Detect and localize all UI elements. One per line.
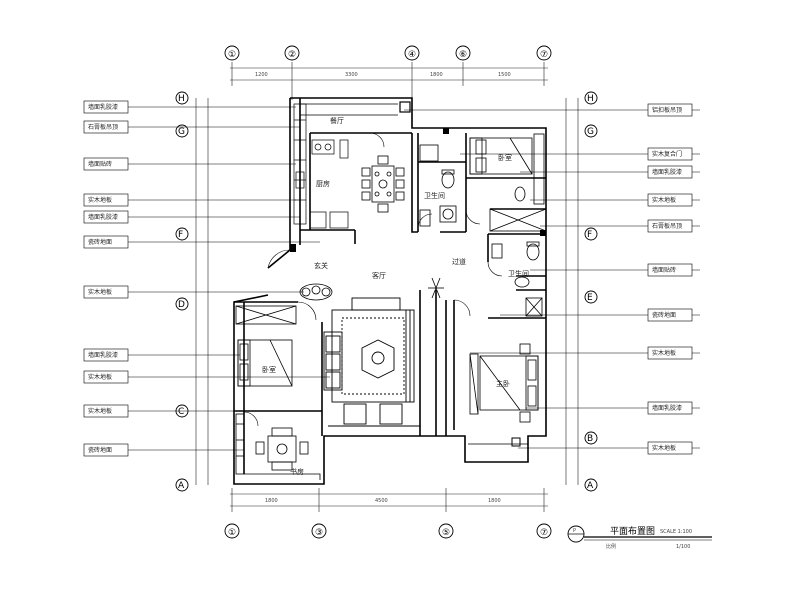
label-right-9: 墙面乳胶漆 (652, 404, 682, 412)
bedroom-sw-furniture (235, 305, 297, 387)
dim-top-4: 1500 (498, 72, 511, 78)
label-right-10: 实木地板 (652, 444, 676, 452)
leader-lines-right (404, 109, 700, 449)
label-left-8: 墙面乳胶漆 (88, 351, 118, 359)
dim-top-3: 1800 (430, 72, 443, 78)
label-left-3: 墙面贴砖 (88, 160, 112, 168)
label-right-5: 石膏板吊顶 (652, 222, 682, 230)
axis-top-2: ② (288, 50, 296, 60)
axis-bottom-2: ③ (315, 528, 323, 538)
bathroom-2-fixtures (491, 241, 543, 317)
bedroom-master-furniture (468, 343, 539, 456)
axis-markers-right (584, 91, 598, 492)
room-corridor: 过道 (452, 257, 466, 266)
axis-left-3: F (178, 230, 183, 240)
room-bath-2: 卫生间 (508, 269, 529, 278)
axis-right-3: F (587, 230, 592, 240)
dim-bottom-2: 4500 (375, 498, 388, 504)
label-right-2: 实木复合门 (652, 150, 682, 158)
label-left-5: 墙面乳胶漆 (88, 213, 118, 221)
axis-left-1: H (178, 94, 185, 104)
axis-right-5: B (587, 434, 593, 444)
room-balcony-label: 餐厅 (330, 116, 344, 125)
room-bedroom-ne: 卧室 (498, 153, 512, 162)
title-num: 1/100 (676, 544, 690, 550)
title-symbol: P (573, 528, 576, 534)
dim-top-1: 1200 (255, 72, 268, 78)
label-right-7: 瓷砖地面 (652, 311, 676, 319)
living-sofa-set (323, 297, 420, 427)
study-furniture (235, 413, 321, 480)
label-left-9: 实木地板 (88, 373, 112, 381)
axis-top-3: ④ (408, 50, 416, 60)
label-left-4: 实木地板 (88, 196, 112, 204)
axis-bottom-4: ⑦ (540, 528, 548, 538)
axis-top-5: ⑦ (540, 50, 548, 60)
dim-bottom-1: 1800 (265, 498, 278, 504)
title-main: 平面布置图 (610, 525, 655, 537)
axis-top-1: ① (228, 50, 236, 60)
axis-top-4: ⑥ (459, 50, 467, 60)
axis-left-2: G (178, 127, 185, 137)
axis-left-4: D (178, 300, 185, 310)
label-right-3: 墙面乳胶漆 (652, 168, 682, 176)
columns (290, 101, 546, 447)
dim-top-2: 3300 (345, 72, 358, 78)
label-left-2: 石膏板吊顶 (88, 123, 118, 131)
axis-bottom-3: ⑤ (442, 528, 450, 538)
dim-bottom-3: 1800 (488, 498, 501, 504)
balcony-top (300, 103, 398, 116)
title-scale: SCALE 1:100 (660, 529, 692, 535)
door-swings (243, 132, 503, 427)
axis-markers-bottom (224, 523, 552, 539)
axis-right-2: G (587, 127, 594, 137)
axis-left-5: C (178, 407, 184, 417)
title-block (567, 525, 712, 543)
label-right-8: 实木地板 (652, 349, 676, 357)
axis-markers-left (175, 91, 189, 492)
label-left-7: 实木地板 (88, 288, 112, 296)
walls (233, 97, 547, 485)
label-left-10: 实木地板 (88, 407, 112, 415)
axis-markers-top (224, 45, 552, 61)
room-living: 客厅 (372, 271, 386, 280)
room-kitchen: 厨房 (316, 179, 330, 188)
room-study: 书房 (290, 467, 304, 476)
room-bedroom-sw: 卧室 (262, 365, 276, 374)
label-boxes-right (647, 103, 693, 455)
label-left-1: 墙面乳胶漆 (88, 103, 118, 111)
axis-bottom-1: ① (228, 528, 236, 538)
plant-decor (299, 277, 444, 301)
label-right-6: 墙面贴砖 (652, 266, 676, 274)
room-bath-1: 卫生间 (424, 191, 445, 200)
room-entry: 玄关 (314, 261, 328, 270)
label-boxes-left (83, 100, 129, 457)
label-right-4: 实木地板 (652, 196, 676, 204)
dimension-lines (195, 62, 579, 512)
room-bedroom-master: 主卧 (496, 379, 510, 388)
bedroom-ne-furniture (469, 133, 547, 232)
axis-right-6: A (587, 481, 594, 491)
axis-right-4: E (587, 293, 593, 303)
title-sub: 比例 (606, 543, 616, 550)
label-left-6: 瓷砖地面 (88, 238, 112, 246)
axis-right-1: H (587, 94, 594, 104)
bathroom-1-fixtures (419, 144, 457, 227)
label-left-11: 瓷砖地面 (88, 446, 112, 454)
axis-left-6: A (178, 481, 185, 491)
dining-table (361, 155, 405, 213)
label-right-1: 铝扣板吊顶 (652, 106, 682, 114)
